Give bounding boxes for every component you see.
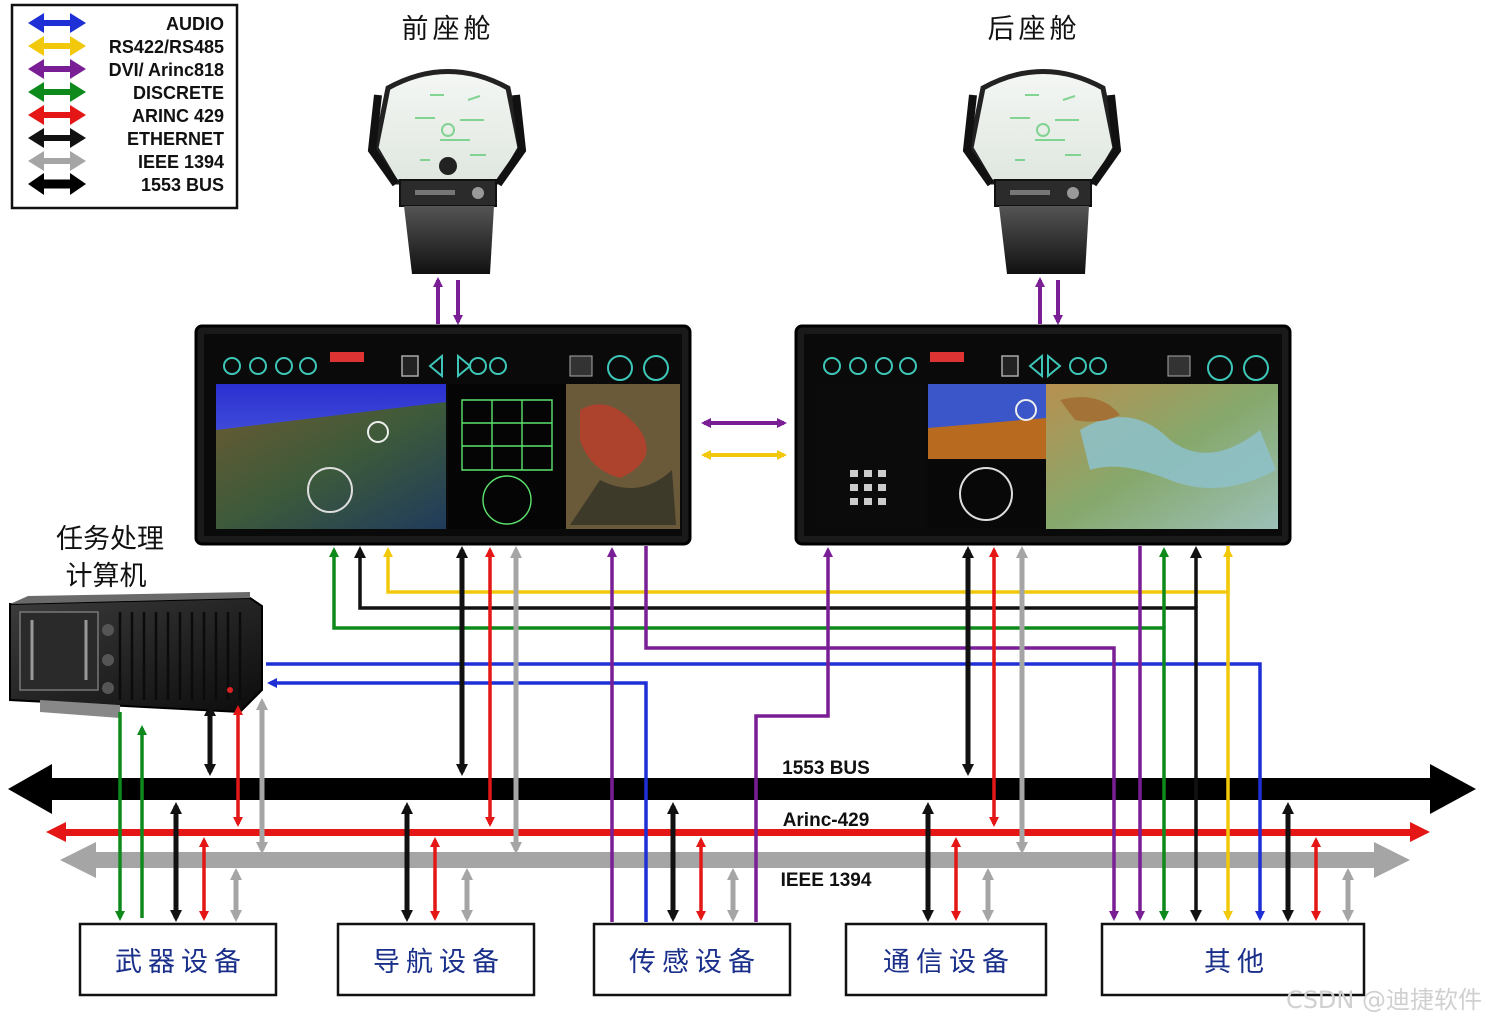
mission-computer-label-line2: 计算机 — [66, 561, 147, 592]
legend-item: ARINC 429 — [28, 105, 224, 126]
legend-label: IEEE 1394 — [138, 152, 224, 172]
double-arrow-icon — [28, 13, 86, 33]
mission-computer-label-line1: 任务处理 — [56, 524, 164, 555]
double-arrow-icon — [28, 128, 86, 148]
audio-route-sensors — [267, 678, 648, 922]
legend-frame — [10, 3, 239, 210]
discrete-route-front — [329, 547, 1169, 921]
legend-item: DISCRETE — [28, 82, 224, 103]
rear-cockpit-hud — [962, 69, 1122, 274]
equipment-box-other: 其他 — [1100, 922, 1366, 997]
front-display-unit — [194, 324, 692, 546]
equipment-box-weapons: 武器设备 — [78, 922, 278, 997]
equipment-label-other: 其他 — [1204, 947, 1270, 978]
legend-label: DVI/ Arinc818 — [109, 60, 224, 80]
legend-label: AUDIO — [166, 14, 224, 34]
legend-label: 1553 BUS — [141, 175, 224, 195]
dvi-route-sensors-rear — [754, 547, 833, 922]
rear-cockpit-label: 后座舱 — [988, 14, 1081, 45]
equipment-box-comms: 通信设备 — [844, 922, 1048, 997]
front-cockpit-label: 前座舱 — [402, 14, 495, 45]
bus-arinc429-label: Arinc-429 — [783, 810, 870, 831]
bus-ieee1394-label: IEEE 1394 — [781, 870, 872, 891]
legend-item: RS422/RS485 — [28, 36, 224, 57]
double-arrow-icon — [28, 151, 86, 171]
legend-label: ARINC 429 — [132, 106, 224, 126]
legend-label: DISCRETE — [133, 83, 224, 103]
bus-1553 — [8, 764, 1476, 814]
legend-item: DVI/ Arinc818 — [28, 59, 224, 80]
double-arrow-icon — [28, 59, 86, 79]
double-arrow-icon — [28, 82, 86, 102]
double-arrow-icon — [28, 36, 86, 56]
equipment-label-weapons: 武器设备 — [115, 947, 247, 978]
front-cockpit-hud — [367, 69, 527, 274]
equipment-box-sensors: 传感设备 — [592, 922, 792, 997]
double-arrow-icon — [28, 105, 86, 125]
equipment-box-navigation: 导航设备 — [336, 922, 536, 997]
bus-1553-label: 1553 BUS — [782, 758, 870, 779]
equipment-label-comms: 通信设备 — [883, 947, 1015, 978]
legend-item: IEEE 1394 — [28, 151, 224, 172]
legend-item: ETHERNET — [28, 128, 224, 149]
mission-computer-unit — [9, 592, 263, 718]
legend-label: ETHERNET — [127, 129, 224, 149]
watermark: CSDN @迪捷软件 — [1286, 986, 1482, 1014]
bus-arinc429 — [46, 822, 1430, 842]
equipment-label-navigation: 导航设备 — [373, 947, 505, 978]
legend-label: RS422/RS485 — [109, 37, 224, 57]
dvi-route-front-other — [644, 546, 1119, 921]
double-arrow-icon — [28, 173, 86, 195]
legend-item: AUDIO — [28, 13, 224, 34]
rear-display-unit — [794, 324, 1292, 546]
legend-item: 1553 BUS — [28, 173, 224, 195]
equipment-label-sensors: 传感设备 — [629, 947, 761, 978]
